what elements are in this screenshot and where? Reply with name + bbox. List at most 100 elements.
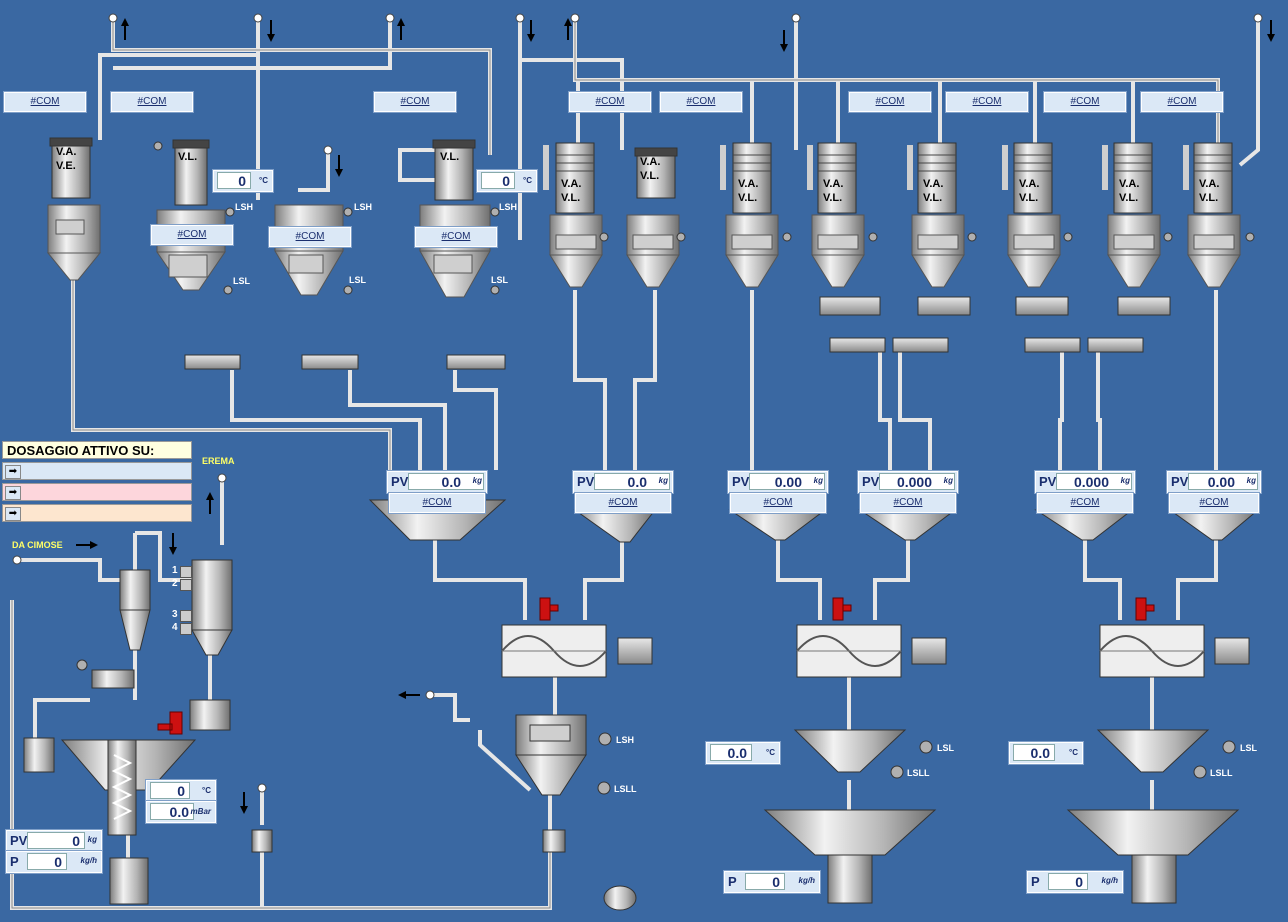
scale-pv-1[interactable]: PV 0.0 kg bbox=[387, 471, 487, 493]
extruder-pressure-box[interactable]: 0.0 mBar bbox=[146, 801, 216, 823]
filter-number-3: 3 bbox=[172, 609, 178, 620]
mixer2-temp-value: 0.0 bbox=[1013, 744, 1055, 761]
scale-pv-5[interactable]: PV 0.000 kg bbox=[1035, 471, 1135, 493]
dosing-row-2[interactable]: ➡ bbox=[2, 483, 192, 501]
com-tag-6[interactable]: #COM bbox=[849, 92, 931, 112]
pv-value: 0.0 bbox=[594, 473, 670, 490]
pv-prefix: PV bbox=[1171, 474, 1189, 489]
com-tag-11[interactable]: #COM bbox=[269, 227, 351, 247]
pv-unit: kg bbox=[472, 476, 482, 485]
pv-prefix: PV bbox=[10, 833, 28, 848]
com-tag-3[interactable]: #COM bbox=[374, 92, 456, 112]
pv-unit: kg bbox=[943, 476, 953, 485]
lsl-label-1: LSL bbox=[233, 276, 250, 286]
filter-tag-4[interactable] bbox=[180, 623, 192, 635]
pv-value: 0.00 bbox=[1188, 473, 1258, 490]
dosing-title: DOSAGGIO ATTIVO SU: bbox=[2, 441, 192, 459]
scale-com-4[interactable]: #COM bbox=[860, 493, 956, 513]
scale-com-5[interactable]: #COM bbox=[1037, 493, 1133, 513]
com-tag-7[interactable]: #COM bbox=[946, 92, 1028, 112]
mixer1-temp-value: 0.0 bbox=[710, 744, 752, 761]
pv-prefix: PV bbox=[391, 474, 409, 489]
temp-box-2[interactable]: 0 °C bbox=[477, 170, 537, 192]
filter-number-4: 4 bbox=[172, 622, 178, 633]
dosing-arrow-icon[interactable]: ➡ bbox=[5, 465, 21, 479]
scale-pv-3[interactable]: PV 0.00 kg bbox=[728, 471, 828, 493]
extruder-pv[interactable]: PV 0 kg bbox=[6, 830, 102, 852]
scale-pv-2[interactable]: PV 0.0 kg bbox=[573, 471, 673, 493]
com-tag-4[interactable]: #COM bbox=[569, 92, 651, 112]
mixer2-temp-box[interactable]: 0.0 °C bbox=[1009, 742, 1083, 764]
temp-unit: °C bbox=[523, 176, 532, 185]
filter-tag-1[interactable] bbox=[180, 566, 192, 578]
extruder-pv-value: 0 bbox=[27, 832, 85, 849]
vessel-tag-vl-10: V.L. bbox=[1199, 192, 1219, 204]
pv-unit: kg bbox=[658, 476, 668, 485]
vessel-tag-vl-2: V.L. bbox=[440, 151, 460, 163]
lsl-label-2: LSL bbox=[349, 275, 366, 285]
output-p-2-value: 0 bbox=[1048, 873, 1088, 890]
extruder-temp-box[interactable]: 0 °C bbox=[146, 780, 216, 802]
scale-com-2[interactable]: #COM bbox=[575, 493, 671, 513]
extruder-p[interactable]: P 0 kg/h bbox=[6, 851, 102, 873]
filter-number-2: 2 bbox=[172, 578, 178, 589]
lsll-label-2: LSLL bbox=[907, 768, 930, 778]
pv-unit: kg bbox=[1120, 476, 1130, 485]
vessel-tag-va-6: V.A. bbox=[923, 178, 944, 190]
lsll-label-1: LSLL bbox=[614, 784, 637, 794]
dosing-arrow-icon[interactable]: ➡ bbox=[5, 507, 21, 521]
erema-label: EREMA bbox=[202, 456, 235, 466]
vessel-tag-ve: V.E. bbox=[56, 160, 76, 172]
pv-value: 0.000 bbox=[879, 473, 955, 490]
scale-pv-6[interactable]: PV 0.00 kg bbox=[1167, 471, 1261, 493]
com-tag-1[interactable]: #COM bbox=[4, 92, 86, 112]
vessel-tag-va-7: V.A. bbox=[1019, 178, 1040, 190]
dosing-arrow-icon[interactable]: ➡ bbox=[5, 486, 21, 500]
output-p-2[interactable]: P 0 kg/h bbox=[1027, 871, 1123, 893]
com-tag-12[interactable]: #COM bbox=[415, 227, 497, 247]
com-tag-2[interactable]: #COM bbox=[111, 92, 193, 112]
scale-com-6[interactable]: #COM bbox=[1169, 493, 1259, 513]
pv-unit: kg bbox=[1246, 476, 1256, 485]
lsl-label-4: LSL bbox=[937, 743, 954, 753]
vessel-tag-vl-8: V.L. bbox=[1019, 192, 1039, 204]
output-p-1[interactable]: P 0 kg/h bbox=[724, 871, 820, 893]
pv-unit: kg bbox=[813, 476, 823, 485]
filter-tag-3[interactable] bbox=[180, 610, 192, 622]
scale-pv-4[interactable]: PV 0.000 kg bbox=[858, 471, 958, 493]
da-cimose-label: DA CIMOSE bbox=[12, 540, 63, 550]
pv-prefix: PV bbox=[862, 474, 880, 489]
vessel-tag-vl-7: V.L. bbox=[923, 192, 943, 204]
p-prefix: P bbox=[728, 874, 737, 889]
vessel-tag-va-2: V.A. bbox=[640, 156, 661, 168]
lsl-label-5: LSL bbox=[1240, 743, 1257, 753]
scale-com-3[interactable]: #COM bbox=[730, 493, 826, 513]
filter-tag-2[interactable] bbox=[180, 579, 192, 591]
temp-value: 0 bbox=[217, 172, 251, 189]
filter-number-1: 1 bbox=[172, 565, 178, 576]
dosing-row-1[interactable]: ➡ bbox=[2, 462, 192, 480]
extruder-temp-unit: °C bbox=[202, 786, 211, 795]
temp-box-1[interactable]: 0 °C bbox=[213, 170, 273, 192]
vessel-tag-vl-9: V.L. bbox=[1119, 192, 1139, 204]
extruder-pressure-value: 0.0 bbox=[150, 803, 194, 820]
temp-unit: °C bbox=[259, 176, 268, 185]
vessel-tag-vl-4: V.L. bbox=[561, 192, 581, 204]
lsh-label-3: LSH bbox=[499, 202, 517, 212]
com-tag-8[interactable]: #COM bbox=[1044, 92, 1126, 112]
com-tag-9[interactable]: #COM bbox=[1141, 92, 1223, 112]
mixer1-temp-unit: °C bbox=[766, 748, 775, 757]
vessel-tag-va-3: V.A. bbox=[561, 178, 582, 190]
com-tag-10[interactable]: #COM bbox=[151, 225, 233, 245]
mixer1-temp-box[interactable]: 0.0 °C bbox=[706, 742, 780, 764]
pv-value: 0.0 bbox=[408, 473, 484, 490]
extruder-pv-unit: kg bbox=[87, 835, 97, 844]
vessel-tag-va-8: V.A. bbox=[1119, 178, 1140, 190]
com-tag-5[interactable]: #COM bbox=[660, 92, 742, 112]
dosing-row-3[interactable]: ➡ bbox=[2, 504, 192, 522]
vessel-tag-vl-3: V.L. bbox=[640, 170, 660, 182]
pv-prefix: PV bbox=[732, 474, 750, 489]
pv-prefix: PV bbox=[577, 474, 595, 489]
scale-com-1[interactable]: #COM bbox=[389, 493, 485, 513]
